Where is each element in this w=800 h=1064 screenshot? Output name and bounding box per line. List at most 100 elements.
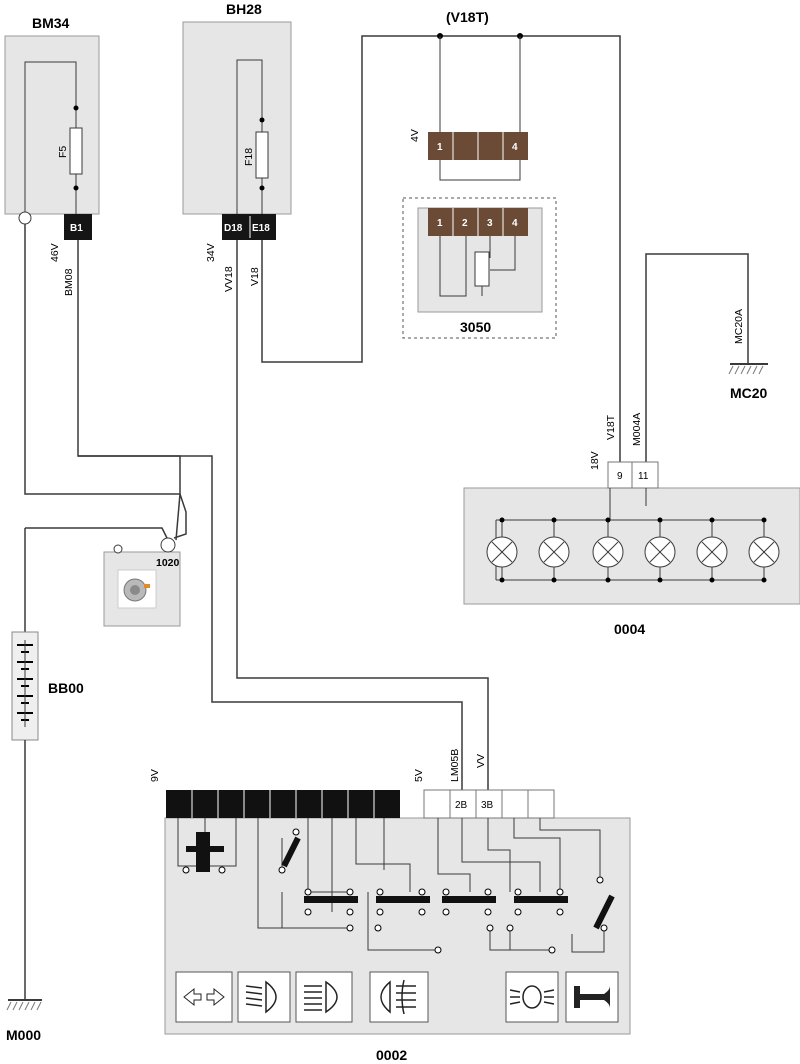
- relay-3050-pin-2: 2: [462, 218, 468, 229]
- ground-mc20: MC20A MC20: [645, 253, 768, 462]
- alternator-1020: 1020: [103, 537, 181, 627]
- front-fog-icon: [505, 971, 559, 1023]
- switch-terminal: [418, 888, 426, 896]
- switch-terminal: [434, 946, 442, 954]
- relay-3050-pin-3: 3: [487, 218, 493, 229]
- switch-terminal: [346, 888, 354, 896]
- v18t-splice: (V18T): [261, 9, 621, 462]
- relay-3050-pin-4: 4: [512, 218, 518, 229]
- lamp-icon: [538, 517, 570, 583]
- cluster-connector-label: 18V: [589, 451, 601, 470]
- connector-4v: 4V 1 4: [409, 129, 528, 160]
- cluster-0004-label: 0004: [614, 621, 645, 637]
- bm34-box: [4, 35, 100, 215]
- cluster-pin-11: 11: [638, 471, 649, 482]
- bm34-unit: BM34 F5 B1 46V BM08: [4, 15, 100, 296]
- bm34-wire-label: BM08: [63, 268, 75, 296]
- lamp-icon: [644, 517, 676, 583]
- cluster-wire-11-label: M004A: [631, 413, 643, 446]
- alternator-terminal: [160, 537, 176, 553]
- rear-fog-icon: [369, 971, 429, 1023]
- switch-terminal: [506, 924, 514, 932]
- ground-m000-label: M000: [6, 1027, 41, 1043]
- switch-terminal: [484, 888, 492, 896]
- turn-signal-icon: [175, 971, 233, 1023]
- relay-3050-pin-1: 1: [437, 218, 443, 229]
- cluster-lamps: [486, 517, 780, 583]
- wire-3b-label: VV: [475, 754, 487, 768]
- bh28-pin-d18: [222, 214, 250, 240]
- cluster-0004-box: [463, 487, 800, 605]
- battery-bb00: BB00: [11, 631, 84, 1000]
- wire-battery-positive: [25, 527, 169, 541]
- bh28-wire-e-label: V18: [249, 267, 261, 286]
- connector-4v-pin-1: 1: [437, 142, 443, 153]
- bm34-label: BM34: [32, 15, 70, 31]
- mc20a-wire-label: MC20A: [733, 309, 745, 344]
- v18t-label: (V18T): [446, 9, 489, 25]
- bm34-pin-b1-label: B1: [70, 223, 83, 234]
- bh28-pin-e18: [250, 214, 276, 240]
- battery-label: BB00: [48, 680, 84, 696]
- cluster-wire-9-label: V18T: [605, 414, 617, 440]
- wire-lm05b: [78, 455, 463, 794]
- pin-3b-label: 3B: [481, 800, 494, 811]
- switch-terminals: [304, 876, 608, 954]
- alternator-label: 1020: [156, 557, 180, 569]
- switch-terminal: [442, 908, 450, 916]
- connector-5v-label: 5V: [413, 769, 425, 782]
- switch-0002: 9V 5V LM05B VV 2B 3B: [149, 749, 631, 1063]
- switch-terminal: [304, 908, 312, 916]
- fuse-f18-symbol: [255, 131, 269, 179]
- switch-terminal: [346, 908, 354, 916]
- bh28-pin-e18-label: E18: [252, 223, 270, 234]
- lamp-icon: [592, 517, 624, 583]
- connector-5v: 2B 3B: [423, 789, 555, 819]
- bh28-wire-d-label: VV18: [223, 266, 235, 292]
- lamp-icon: [696, 517, 728, 583]
- fuse-f5-label: F5: [57, 146, 69, 158]
- low-beam-icon: [237, 971, 291, 1023]
- switch-terminal: [484, 908, 492, 916]
- wire-bm08-route: [77, 240, 181, 541]
- bm34-pin-b1: [64, 214, 92, 240]
- high-beam-icon: [295, 971, 353, 1023]
- switch-terminal: [556, 908, 564, 916]
- fuse-f18-label: F18: [243, 148, 255, 166]
- wire-m004a: [645, 253, 749, 462]
- connector-4v-label: 4V: [409, 129, 421, 142]
- switch-terminal: [374, 924, 382, 932]
- bh28-connector-label: 34V: [205, 243, 217, 262]
- pin-2b-label: 2B: [455, 800, 468, 811]
- switch-terminal: [548, 946, 556, 954]
- mc20-label: MC20: [730, 385, 768, 401]
- switch-terminal: [346, 924, 354, 932]
- wire-v18t: [440, 35, 621, 462]
- wire-bm34-terminal: [24, 224, 187, 539]
- bh28-label: BH28: [226, 1, 262, 17]
- connector-9v: [166, 790, 400, 818]
- switch-terminal: [514, 888, 522, 896]
- switch-terminal: [418, 908, 426, 916]
- fuse-f5-symbol: [69, 127, 83, 175]
- wire-2b-label: LM05B: [449, 749, 461, 782]
- switch-contacts: [182, 828, 615, 930]
- switch-terminal: [304, 888, 312, 896]
- cluster-pin-9: 9: [617, 471, 623, 482]
- switch-terminal: [600, 924, 608, 932]
- switch-terminal: [556, 888, 564, 896]
- switch-terminal: [596, 876, 604, 884]
- ground-m000: M000: [6, 999, 42, 1043]
- bm34-connector-label: 46V: [49, 243, 61, 262]
- connector-9v-label: 9V: [149, 769, 161, 782]
- switch-terminal: [514, 908, 522, 916]
- relay-3050: 1 2 3 4 3050: [402, 197, 557, 339]
- horn-icon: [565, 971, 619, 1023]
- switch-terminal: [442, 888, 450, 896]
- lamp-icon: [748, 517, 780, 583]
- bm34-terminal: [18, 211, 32, 225]
- cluster-0004: 18V V18T M004A 9 11 0004: [463, 413, 800, 637]
- bh28-unit: BH28 F18 D18 E18 34V VV18 V18: [182, 1, 292, 292]
- switch-terminal: [376, 888, 384, 896]
